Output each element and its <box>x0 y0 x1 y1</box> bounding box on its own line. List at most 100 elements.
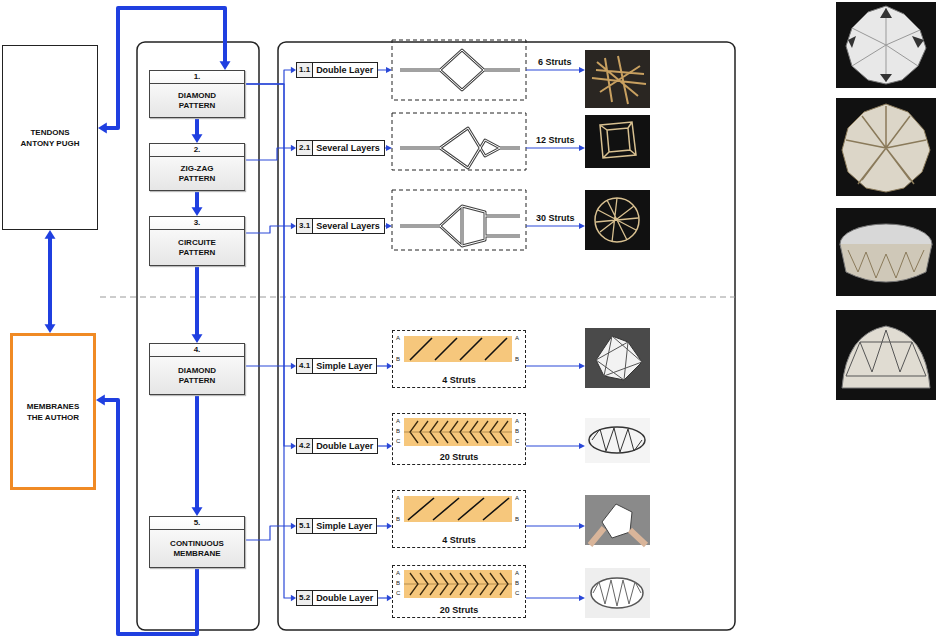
layer-name: Simple Layer <box>313 359 376 373</box>
edge-letter: A <box>396 418 400 425</box>
strip-scheme: 4 Struts <box>392 490 526 548</box>
arrow-head <box>192 334 203 343</box>
connector <box>195 118 199 136</box>
connector <box>245 84 292 446</box>
arrow-head <box>192 207 203 216</box>
box-header: 2. <box>150 144 244 157</box>
arrow-head <box>192 507 203 516</box>
layer-name: Double Layer <box>313 63 377 77</box>
dashed-frame <box>392 190 526 250</box>
edge-letter: B <box>396 356 400 363</box>
box-header: 1. <box>150 71 244 84</box>
photo <box>585 2 936 618</box>
pattern-name: CONTINUOUS MEMBRANE <box>163 539 231 559</box>
pattern-name: DIAMOND PATTERN <box>163 366 231 386</box>
pattern-name: CIRCUITE PATTERN <box>163 238 231 258</box>
tag-number: 4.2 <box>297 439 313 453</box>
strut-count: 4 Struts <box>442 535 476 545</box>
tag-number: 1.1 <box>297 63 313 77</box>
connector <box>245 84 292 598</box>
pattern-box: 5. CONTINUOUS MEMBRANE <box>149 516 245 568</box>
pattern-box: 1. DIAMOND PATTERN <box>149 70 245 118</box>
edge-letter: A <box>515 570 519 577</box>
connector <box>377 525 388 526</box>
layer-tag: 1.1Double Layer <box>296 62 378 78</box>
arrow-head <box>98 123 107 134</box>
edge-letter: A <box>396 570 400 577</box>
layer-tag: 5.1Simple Layer <box>296 518 377 534</box>
edge-letter: A <box>515 418 519 425</box>
box-header: 5. <box>150 517 244 530</box>
connector <box>195 191 199 209</box>
arrow-head <box>45 230 56 239</box>
tag-number: 5.1 <box>297 519 313 533</box>
layer-tag: 4.2Double Layer <box>296 438 378 454</box>
strip-scheme: 20 Struts <box>392 565 526 618</box>
edge-letter: B <box>515 516 519 523</box>
strut-count: 4 Struts <box>442 375 476 385</box>
box-body: DIAMOND PATTERN <box>150 357 244 394</box>
box-title: TENDONS <box>30 127 69 138</box>
strut-count: 20 Struts <box>440 452 479 462</box>
strut-count: 12 Struts <box>535 135 576 145</box>
step-number: 4. <box>194 345 201 354</box>
dashed-frame <box>392 40 526 100</box>
pattern-box: 4. DIAMOND PATTERN <box>149 343 245 395</box>
step-number: 5. <box>194 518 201 527</box>
box-subtitle: ANTONY PUGH <box>21 138 80 149</box>
box-header: 3. <box>150 217 244 230</box>
edge-letter: B <box>515 428 519 435</box>
edge-letter: A <box>396 335 400 342</box>
connector <box>48 237 52 326</box>
column-frame <box>278 42 735 630</box>
connector <box>195 266 199 336</box>
step-number: 3. <box>194 218 201 227</box>
connector <box>195 395 199 509</box>
pattern-name: DIAMOND PATTERN <box>163 91 231 111</box>
layer-name: Several Layers <box>313 141 384 155</box>
pattern-box: 2. ZIG-ZAG PATTERN <box>149 143 245 191</box>
connector <box>245 526 292 540</box>
layer-tag: 2.1Several Layers <box>296 140 385 156</box>
pattern-box: 3. CIRCUITE PATTERN <box>149 216 245 266</box>
edge-letter: C <box>396 438 400 445</box>
strip-scheme: 20 Struts <box>392 413 526 465</box>
layer-name: Double Layer <box>313 591 377 605</box>
layer-name: Double Layer <box>313 439 377 453</box>
tag-number: 4.1 <box>297 359 313 373</box>
membrane-band <box>404 336 512 598</box>
tag-number: 5.2 <box>297 591 313 605</box>
edge-letter: C <box>515 590 519 597</box>
connector <box>378 597 388 598</box>
edge-letter: A <box>515 495 519 502</box>
edge-letter: C <box>515 438 519 445</box>
box-body: ZIG-ZAG PATTERN <box>150 157 244 190</box>
connector <box>378 445 388 446</box>
edge-letter: A <box>396 495 400 502</box>
connector <box>245 148 292 160</box>
edge-letter: B <box>515 580 519 587</box>
edge-letter: C <box>396 590 400 597</box>
step-number: 2. <box>194 145 201 154</box>
connector <box>245 365 292 366</box>
layer-tag: 3.1Several Layers <box>296 218 385 234</box>
pattern-name: ZIG-ZAG PATTERN <box>163 164 231 184</box>
strut-count: 6 Struts <box>537 57 573 67</box>
strip-scheme: 4 Struts <box>392 330 526 388</box>
tag-number: 2.1 <box>297 141 313 155</box>
tag-number: 3.1 <box>297 219 313 233</box>
box-header: 4. <box>150 344 244 357</box>
edge-letter: A <box>515 335 519 342</box>
connector <box>245 226 292 233</box>
source-box: MEMBRANESTHE AUTHOR <box>10 333 96 490</box>
layer-tag: 5.2Double Layer <box>296 590 378 606</box>
strut-count: 20 Struts <box>440 605 479 615</box>
edge-letter: B <box>515 356 519 363</box>
arrow-head <box>220 61 231 70</box>
column-frame <box>137 42 259 630</box>
connector <box>377 365 388 366</box>
edge-letter: B <box>396 580 400 587</box>
arrow-head <box>192 134 203 143</box>
box-body: DIAMOND PATTERN <box>150 84 244 117</box>
box-body: CONTINUOUS MEMBRANE <box>150 530 244 567</box>
